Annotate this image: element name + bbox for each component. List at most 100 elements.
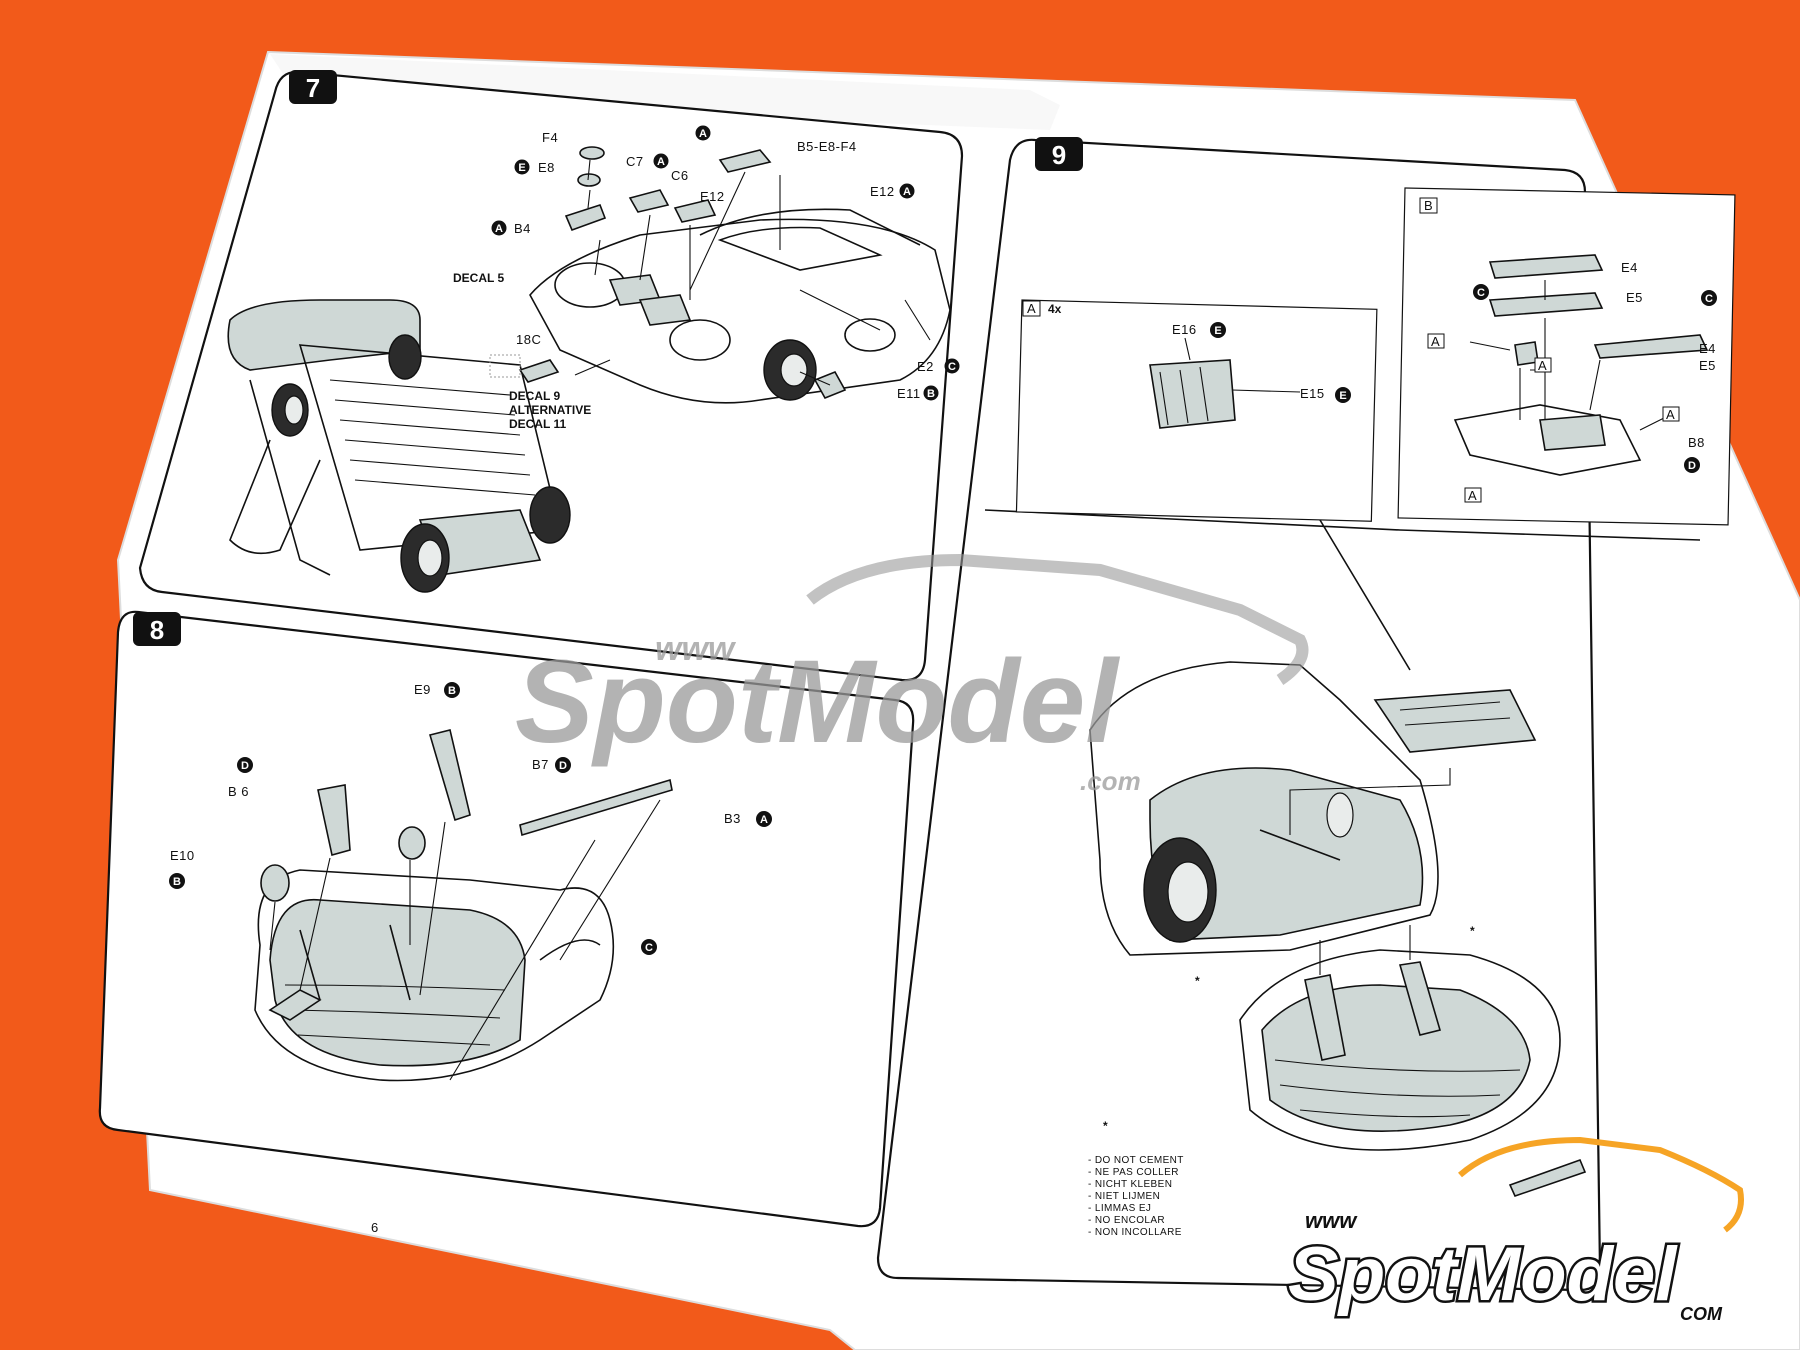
spotmodel-logo: www SpotModel COM xyxy=(1286,1136,1744,1324)
asterisk-right: * xyxy=(1470,924,1475,938)
box-b-tag-a-2: A xyxy=(1538,358,1547,373)
step-7-arrows xyxy=(574,159,931,386)
step-8-badges: B D D A B C xyxy=(169,682,772,955)
logo-www: www xyxy=(1305,1208,1358,1233)
caution-line-5: - LIMMAS EJ xyxy=(1088,1203,1151,1214)
part-label-e2: E2 xyxy=(917,359,934,374)
step-9-number: 9 xyxy=(1052,140,1066,170)
box-a-part-e16: E16 xyxy=(1172,322,1197,337)
box-b-badge-c-2: C xyxy=(1705,293,1713,305)
part-label-b4: B4 xyxy=(514,221,531,236)
watermark-www: www xyxy=(655,630,737,668)
part-label-e11: E11 xyxy=(897,386,921,401)
part-label-b5-e8-f4: B5-E8-F4 xyxy=(797,139,857,154)
watermark: www SpotModel .com xyxy=(515,553,1309,796)
page-number: 6 xyxy=(371,1220,379,1235)
step-7-badge xyxy=(289,70,337,104)
box-b-part-e5-top: E5 xyxy=(1626,290,1643,305)
box-a-badge-e15: E xyxy=(1339,390,1346,402)
alternative-label: ALTERNATIVE xyxy=(509,403,591,417)
box-b-badge-c-1: C xyxy=(1477,287,1485,299)
badge-a-b3: A xyxy=(760,814,768,826)
badge-e-e8: E xyxy=(518,162,525,174)
badge-a-b4: A xyxy=(495,223,503,235)
step-8-panel: 8 E9 B 6 B7 B3 E10 B D D A B xyxy=(98,610,915,1228)
part-label-e12-a: E12 xyxy=(700,189,725,204)
caution-note: * - DO NOT CEMENT - NE PAS COLLER - NICH… xyxy=(1088,1119,1184,1238)
logo-car-outline xyxy=(1458,1136,1744,1233)
logo-com: COM xyxy=(1680,1304,1723,1324)
box-b-badge-d: D xyxy=(1688,460,1696,472)
part-label-b6: B 6 xyxy=(228,784,249,799)
box-b-part-e4-top: E4 xyxy=(1621,260,1638,275)
step-8-arrows xyxy=(269,799,661,1081)
badge-c-e2: C xyxy=(948,361,956,373)
box-b-part-b8: B8 xyxy=(1688,435,1705,450)
detail-box-b: B E4 E5 E4 E5 B8 A A A A C C D xyxy=(1397,187,1736,526)
caution-line-7: - NON INCOLLARE xyxy=(1088,1227,1182,1238)
decal-5-label: DECAL 5 xyxy=(453,271,504,285)
badge-b-e9: B xyxy=(448,685,456,697)
step-9-tub-illustration xyxy=(1239,925,1587,1197)
car-body-illustration xyxy=(529,208,951,404)
badge-c-tub: C xyxy=(645,942,653,954)
step-8-number: 8 xyxy=(150,615,164,645)
part-label-c7: C7 xyxy=(626,154,644,169)
part-label-b3: B3 xyxy=(724,811,741,826)
badge-d-b6: D xyxy=(241,760,249,772)
box-b-part-e5-side: E5 xyxy=(1699,358,1716,373)
badge-a-b5: A xyxy=(699,128,707,140)
step-7-panel: 7 xyxy=(138,70,964,682)
step-8-tub-illustration xyxy=(254,869,615,1082)
box-b-label: B xyxy=(1424,198,1433,213)
asterisk-left: * xyxy=(1195,974,1200,988)
box-b-part-e4-side: E4 xyxy=(1699,341,1716,356)
decal-9-label: DECAL 9 xyxy=(509,389,560,403)
badge-b-e11: B xyxy=(927,388,935,400)
box-a-part-e15: E15 xyxy=(1300,386,1325,401)
box-a-badge-e16: E xyxy=(1214,325,1221,337)
part-label-f4: F4 xyxy=(542,130,558,145)
watermark-brand: SpotModel xyxy=(515,636,1120,768)
logo-brand: SpotModel xyxy=(1288,1232,1678,1317)
caution-line-6: - NO ENCOLAR xyxy=(1088,1215,1165,1226)
box-b-tag-a-3: A xyxy=(1666,407,1675,422)
step-9-badge xyxy=(1035,137,1083,171)
caution-line-2: - NE PAS COLLER xyxy=(1088,1167,1179,1178)
step-7-badges: E A A A A C B xyxy=(491,125,960,401)
chassis-illustration xyxy=(227,299,571,593)
badge-a-e12: A xyxy=(903,186,911,198)
decal-11-label: DECAL 11 xyxy=(509,417,566,431)
part-label-e12-b: E12 xyxy=(870,184,895,199)
step-8-badge xyxy=(133,612,181,646)
caution-line-4: - NIET LIJMEN xyxy=(1088,1191,1160,1202)
badge-a-c7: A xyxy=(657,156,665,168)
part-label-e8: E8 xyxy=(538,160,555,175)
caution-line-3: - NICHT KLEBEN xyxy=(1088,1179,1172,1190)
page-fold-shade xyxy=(270,54,1060,130)
step-9-car-rear-illustration xyxy=(1089,661,1537,956)
step-7-number: 7 xyxy=(306,73,320,103)
part-label-c6: C6 xyxy=(671,168,689,183)
step-9-panel: 9 A 4x E16 E15 E E B xyxy=(876,137,1736,1292)
badge-b-e10: B xyxy=(173,876,181,888)
badge-d-b7: D xyxy=(559,760,567,772)
callout-outline xyxy=(984,509,1701,671)
decal-9-outline xyxy=(489,354,521,378)
caution-line-1: - DO NOT CEMENT xyxy=(1088,1155,1184,1166)
part-label-e10: E10 xyxy=(170,848,195,863)
step-8-stands xyxy=(260,729,673,902)
box-b-tag-a-4: A xyxy=(1468,488,1477,503)
box-b-tag-a-1: A xyxy=(1431,334,1440,349)
box-a-label: A xyxy=(1027,301,1036,316)
part-label-b7: B7 xyxy=(532,757,549,772)
part-label-18c: 18C xyxy=(516,332,541,347)
part-label-e9: E9 xyxy=(414,682,431,697)
caution-asterisk: * xyxy=(1103,1119,1108,1133)
detail-box-a: A 4x E16 E15 E E xyxy=(1015,299,1378,522)
box-a-qty: 4x xyxy=(1048,302,1062,316)
watermark-com: .com xyxy=(1080,766,1141,796)
watermark-car-outline xyxy=(806,553,1309,685)
